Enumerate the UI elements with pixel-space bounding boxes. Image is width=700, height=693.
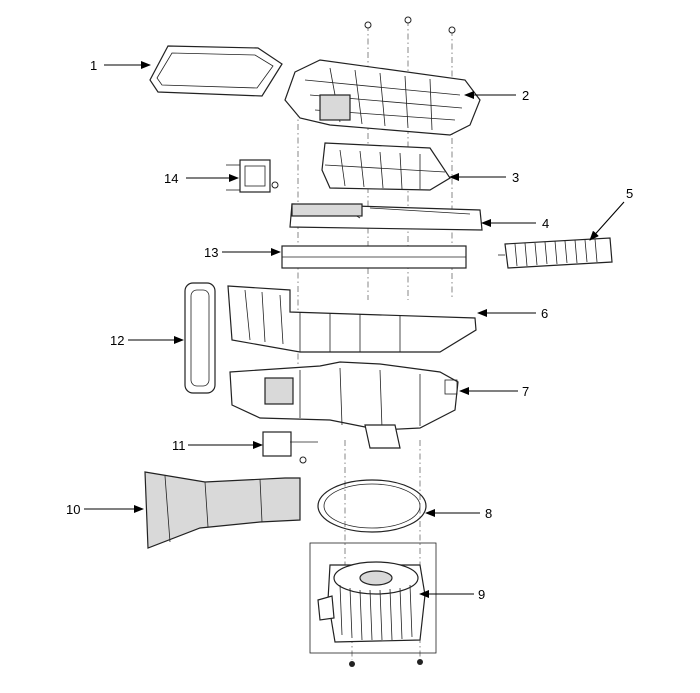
- callout-2: 2: [522, 88, 529, 103]
- callout-labels: 1 2 3 4 5 6 7 8 9 10 11 12 13 14: [66, 58, 633, 602]
- blower-gasket: [317, 479, 427, 533]
- callout-1: 1: [90, 58, 97, 73]
- side-seal: [184, 282, 216, 394]
- callout-8: 8: [485, 506, 492, 521]
- middle-case: [227, 285, 477, 353]
- lower-case: [229, 361, 459, 449]
- actuator-lower: [262, 431, 318, 464]
- top-screws: [364, 16, 456, 34]
- heater-core: [498, 237, 613, 269]
- callout-4: 4: [542, 216, 549, 231]
- leader-lines: [84, 61, 625, 598]
- upper-case: [284, 59, 481, 136]
- actuator-upper: [226, 159, 279, 193]
- filter-seal-frame: [149, 45, 283, 97]
- callout-7: 7: [522, 384, 529, 399]
- callout-12: 12: [110, 333, 124, 348]
- callout-10: 10: [66, 502, 80, 517]
- callout-14: 14: [164, 171, 178, 186]
- lower-cover: [321, 142, 451, 191]
- case-top-plate: [289, 203, 483, 231]
- air-duct: [144, 471, 301, 549]
- callout-13: 13: [204, 245, 218, 260]
- callout-11: 11: [172, 438, 186, 453]
- bottom-screws: [349, 659, 423, 667]
- callout-3: 3: [512, 170, 519, 185]
- bracket-plate: [281, 245, 467, 269]
- callout-9: 9: [478, 587, 485, 602]
- blower-motor-fan: [309, 542, 437, 654]
- callout-6: 6: [541, 306, 548, 321]
- callout-5: 5: [626, 186, 633, 201]
